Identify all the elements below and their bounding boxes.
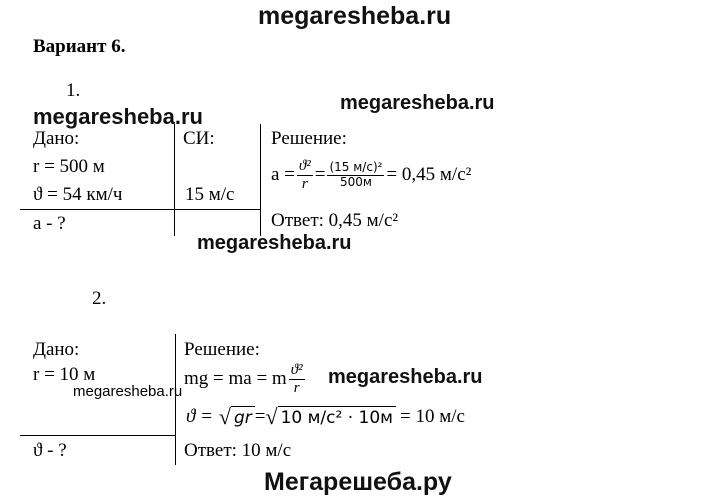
problem1-formula-lhs: a = [271,164,295,185]
problem2-number: 2. [92,288,107,309]
problem2-find: ϑ - ? [33,440,67,461]
problem2-line1-fraction: ϑ² r [288,362,305,396]
problem1-frac1-num: ϑ² [296,158,313,176]
problem2-divider [175,334,176,465]
problem1-divider-given [174,124,175,236]
problem1-formula: a = ϑ² r = (15 м/с)² 500м = 0,45 м/с² [271,158,471,192]
problem1-divider-si [260,124,261,236]
problem2-line1-frac-den: r [293,379,300,396]
watermark-bottom: Мегарешеба.ру [264,468,452,496]
problem1-find: a - ? [33,213,66,234]
problem1-formula-result: = 0,45 м/с² [386,164,472,185]
watermark-top: megaresheba.ru [258,2,452,30]
problem1-given-v: ϑ = 54 км/ч [33,184,123,205]
problem1-frac2-den: 500м [339,174,372,189]
problem2-formula-line1: mg = ma = m ϑ² r [184,362,307,396]
problem2-line2-lhs: ϑ = [186,406,213,427]
problem2-line1-frac-num: ϑ² [288,362,305,380]
problem2-formula-line2: ϑ = √ gr = √ 10 м/с² · 10м = 10 м/с [186,404,465,430]
problem2-line2-sqrt2: 10 м/с² · 10м [277,406,396,428]
problem2-given-label: Дано: [33,339,80,360]
problem2-line2-result: = 10 м/с [399,406,465,427]
problem1-number: 1. [66,80,81,101]
problem2-line2-eq: = [254,406,266,427]
sqrt-symbol-icon: √ [218,404,231,429]
watermark-problem2-formula: megaresheba.ru [328,366,483,388]
problem2-line1-lhs: mg = ma = m [184,368,287,389]
problem2-line2-sqrt1: gr [230,406,255,428]
problem1-given-label: Дано: [33,128,80,149]
problem1-eq1: = [314,164,326,185]
watermark-problem1-right: megaresheba.ru [340,92,495,114]
problem1-fraction-values: (15 м/с)² 500м [327,160,385,189]
problem1-si-value: 15 м/с [185,184,235,205]
problem2-find-line [20,435,176,436]
problem1-given-r: r = 500 м [33,156,105,177]
problem2-given-r: r = 10 м [33,364,96,385]
problem1-frac2-num: (15 м/с)² [327,160,385,176]
problem2-solution-label: Решение: [184,339,260,360]
sqrt-symbol-icon: √ [265,404,278,429]
watermark-problem1-bottom: megaresheba.ru [197,232,352,254]
problem1-si-label: СИ: [183,128,215,149]
problem2-answer: Ответ: 10 м/с [184,440,292,461]
problem1-fraction-velocity: ϑ² r [296,158,313,192]
problem1-solution-label: Решение: [271,128,347,149]
watermark-problem1-left: megaresheba.ru [33,104,203,129]
watermark-problem2-small: megaresheba.ru [73,383,183,400]
problem1-frac1-den: r [301,175,308,192]
problem1-answer: Ответ: 0,45 м/с² [271,210,399,231]
variant-title: Вариант 6. [33,36,126,57]
problem1-find-line [20,209,260,210]
